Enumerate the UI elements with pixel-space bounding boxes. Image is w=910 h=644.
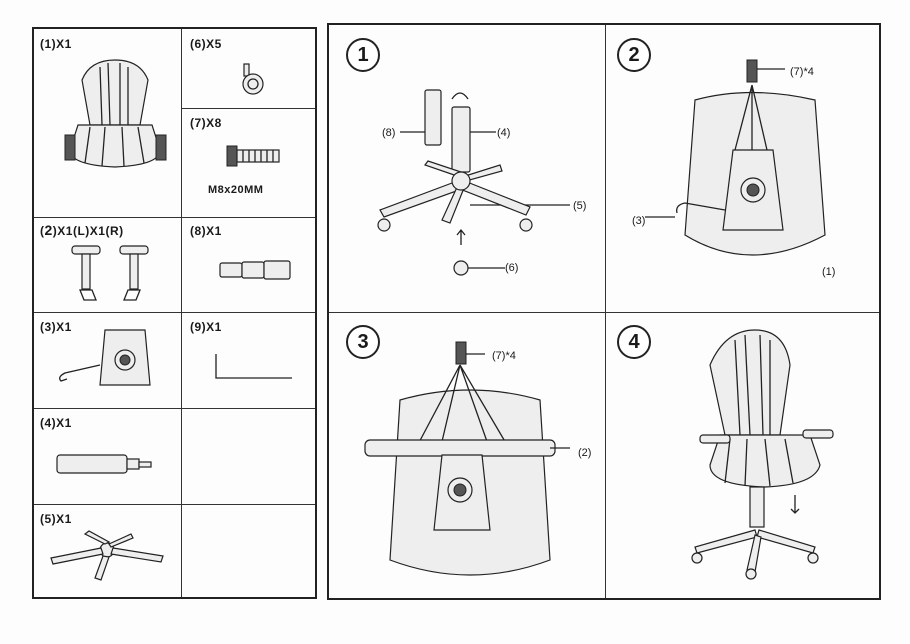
part-label-2-rest: X1(L)X1(R) — [57, 224, 124, 238]
gaming-chair-illustration — [64, 59, 167, 168]
caster-wheel-illustration — [242, 63, 264, 95]
part-number-2: 2 — [44, 222, 53, 238]
step-cell-1 — [329, 25, 606, 313]
part-spec-7: M8x20MM — [208, 184, 264, 196]
part-cell-8 — [181, 217, 315, 313]
cylinder-cover-illustration — [219, 260, 291, 280]
step-number-2: 2 — [617, 38, 651, 72]
step1-callout-cover: (8) — [382, 127, 396, 139]
part-cell-4 — [34, 408, 182, 505]
step3-callout-armrests: (2) — [578, 447, 592, 459]
part-cell-empty-2 — [181, 504, 315, 597]
step-cell-2 — [605, 25, 879, 313]
part-cell-2 — [34, 217, 182, 313]
step3-callout-screws: (7)*4 — [492, 350, 516, 362]
screw-bolt-illustration — [226, 145, 280, 167]
step-number-3: 3 — [346, 325, 380, 359]
part-cell-empty-1 — [181, 408, 315, 505]
step-cell-3 — [329, 312, 606, 598]
step1-callout-base: (5) — [573, 200, 587, 212]
part-cell-7 — [181, 108, 315, 218]
part-cell-5 — [34, 504, 182, 597]
part-label-1: (1)X1 — [40, 37, 72, 51]
step2-callout-screws: (7)*4 — [790, 66, 814, 78]
parts-list-panel — [32, 27, 317, 599]
step1-base-cylinder-illustration — [377, 89, 570, 276]
seat-mechanism-illustration-small — [59, 329, 151, 386]
step2-callout-seat: (1) — [822, 266, 836, 278]
part-cell-9 — [181, 312, 315, 409]
part-cell-3 — [34, 312, 182, 409]
part-label-5: (5)X1 — [40, 512, 72, 526]
part-cell-6 — [181, 29, 315, 109]
assembly-steps-panel — [327, 23, 881, 600]
part-label-7: (7)X8 — [190, 116, 222, 130]
step2-seat-underside-illustration — [645, 59, 826, 256]
part-label-8: (8)X1 — [190, 224, 222, 238]
gas-cylinder-illustration — [56, 454, 152, 474]
part-label-3: (3)X1 — [40, 320, 72, 334]
step1-callout-caster: (6) — [505, 262, 519, 274]
step4-assembled-chair-illustration — [691, 329, 834, 580]
step1-callout-cylinder: (4) — [497, 127, 511, 139]
part-cell-1 — [34, 29, 182, 218]
step-number-4: 4 — [617, 325, 651, 359]
part-label-6: (6)X5 — [190, 37, 222, 51]
step-number-1: 1 — [346, 38, 380, 72]
step2-callout-mechanism: (3) — [632, 215, 646, 227]
step3-armrest-install-illustration — [364, 341, 570, 576]
part-label-4: (4)X1 — [40, 416, 72, 430]
part-label-2: (2)X1(L)X1(R) — [40, 222, 124, 238]
part-label-9: (9)X1 — [190, 320, 222, 334]
chair-base-illustration — [50, 530, 164, 581]
armrests-illustration — [71, 245, 149, 301]
allen-key-illustration — [215, 354, 292, 379]
